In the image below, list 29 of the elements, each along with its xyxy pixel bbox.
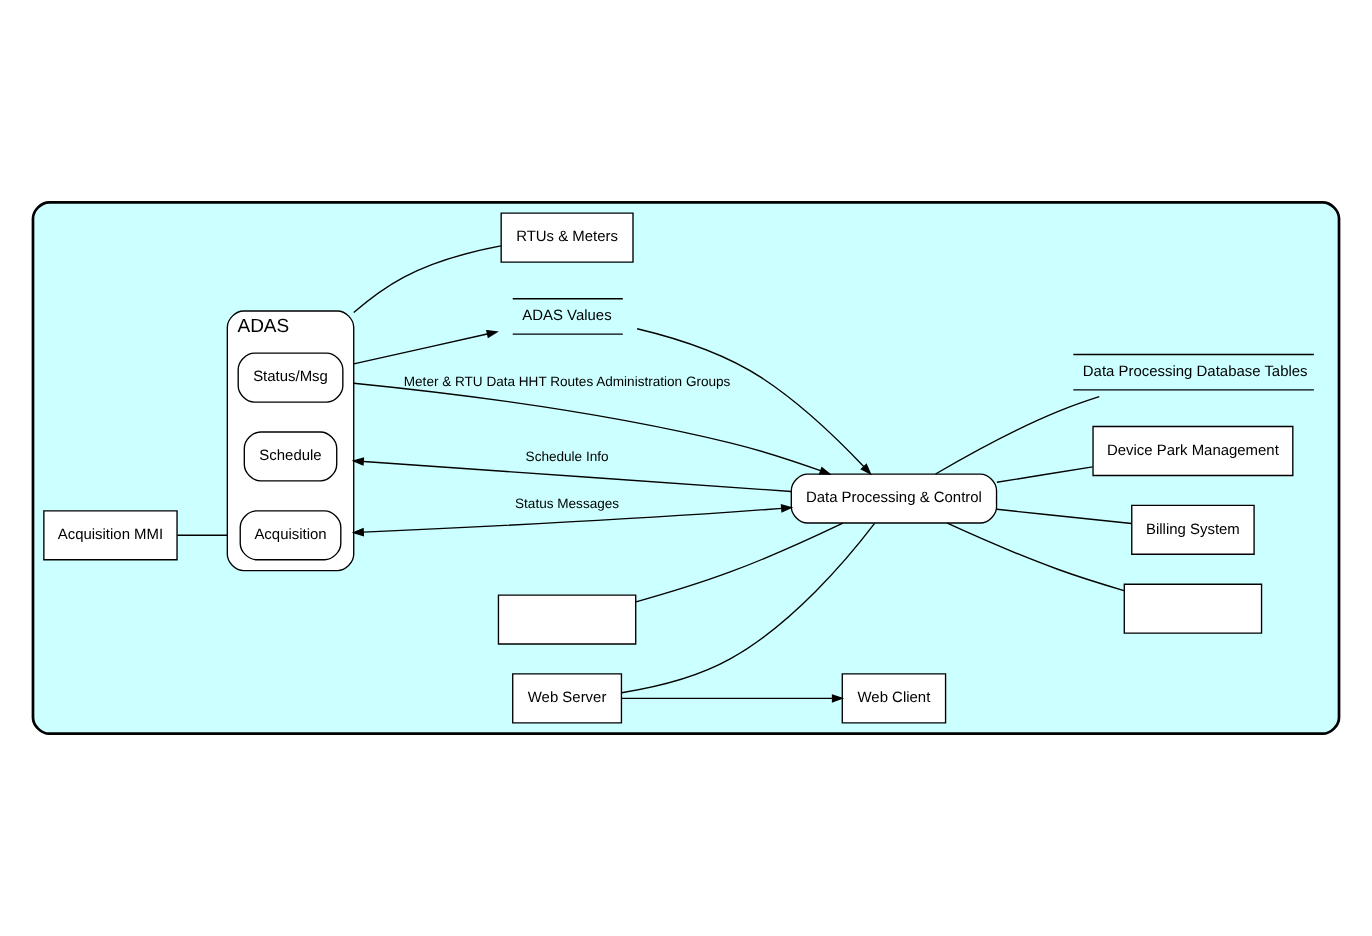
- connector: [934, 395, 1100, 475]
- cluster: [31, 200, 1341, 736]
- node-box: Device Park Management: [1092, 425, 1294, 477]
- connector: [353, 245, 502, 314]
- connector: [996, 466, 1094, 483]
- arrow: [351, 504, 794, 537]
- node-box: Acquisition MMI: [43, 510, 178, 561]
- node-box: Acquisition: [239, 510, 342, 561]
- node-box: Schedule: [243, 431, 338, 482]
- connector: [946, 522, 1125, 592]
- connector: [996, 508, 1133, 525]
- node-box: Data Processing & Control: [790, 473, 998, 524]
- node-box: Status/Msg: [237, 352, 344, 403]
- arrow: [351, 457, 792, 493]
- node-box: Web Client: [841, 673, 947, 724]
- arrow: [353, 329, 499, 365]
- connector: [635, 522, 844, 603]
- node-text: ADAS Values: [522, 306, 612, 325]
- arrow: [620, 694, 845, 703]
- node-box: [1123, 583, 1263, 634]
- node-box: Web Server: [512, 673, 623, 724]
- connector: [621, 522, 876, 694]
- node-box: RTUs & Meters: [500, 212, 634, 263]
- node-box: [497, 594, 637, 645]
- arrow: [636, 328, 872, 476]
- arrow: [353, 382, 832, 475]
- node-text: Data Processing Database Tables: [1082, 361, 1308, 380]
- connector: [176, 534, 228, 536]
- node-box: Billing System: [1131, 504, 1255, 555]
